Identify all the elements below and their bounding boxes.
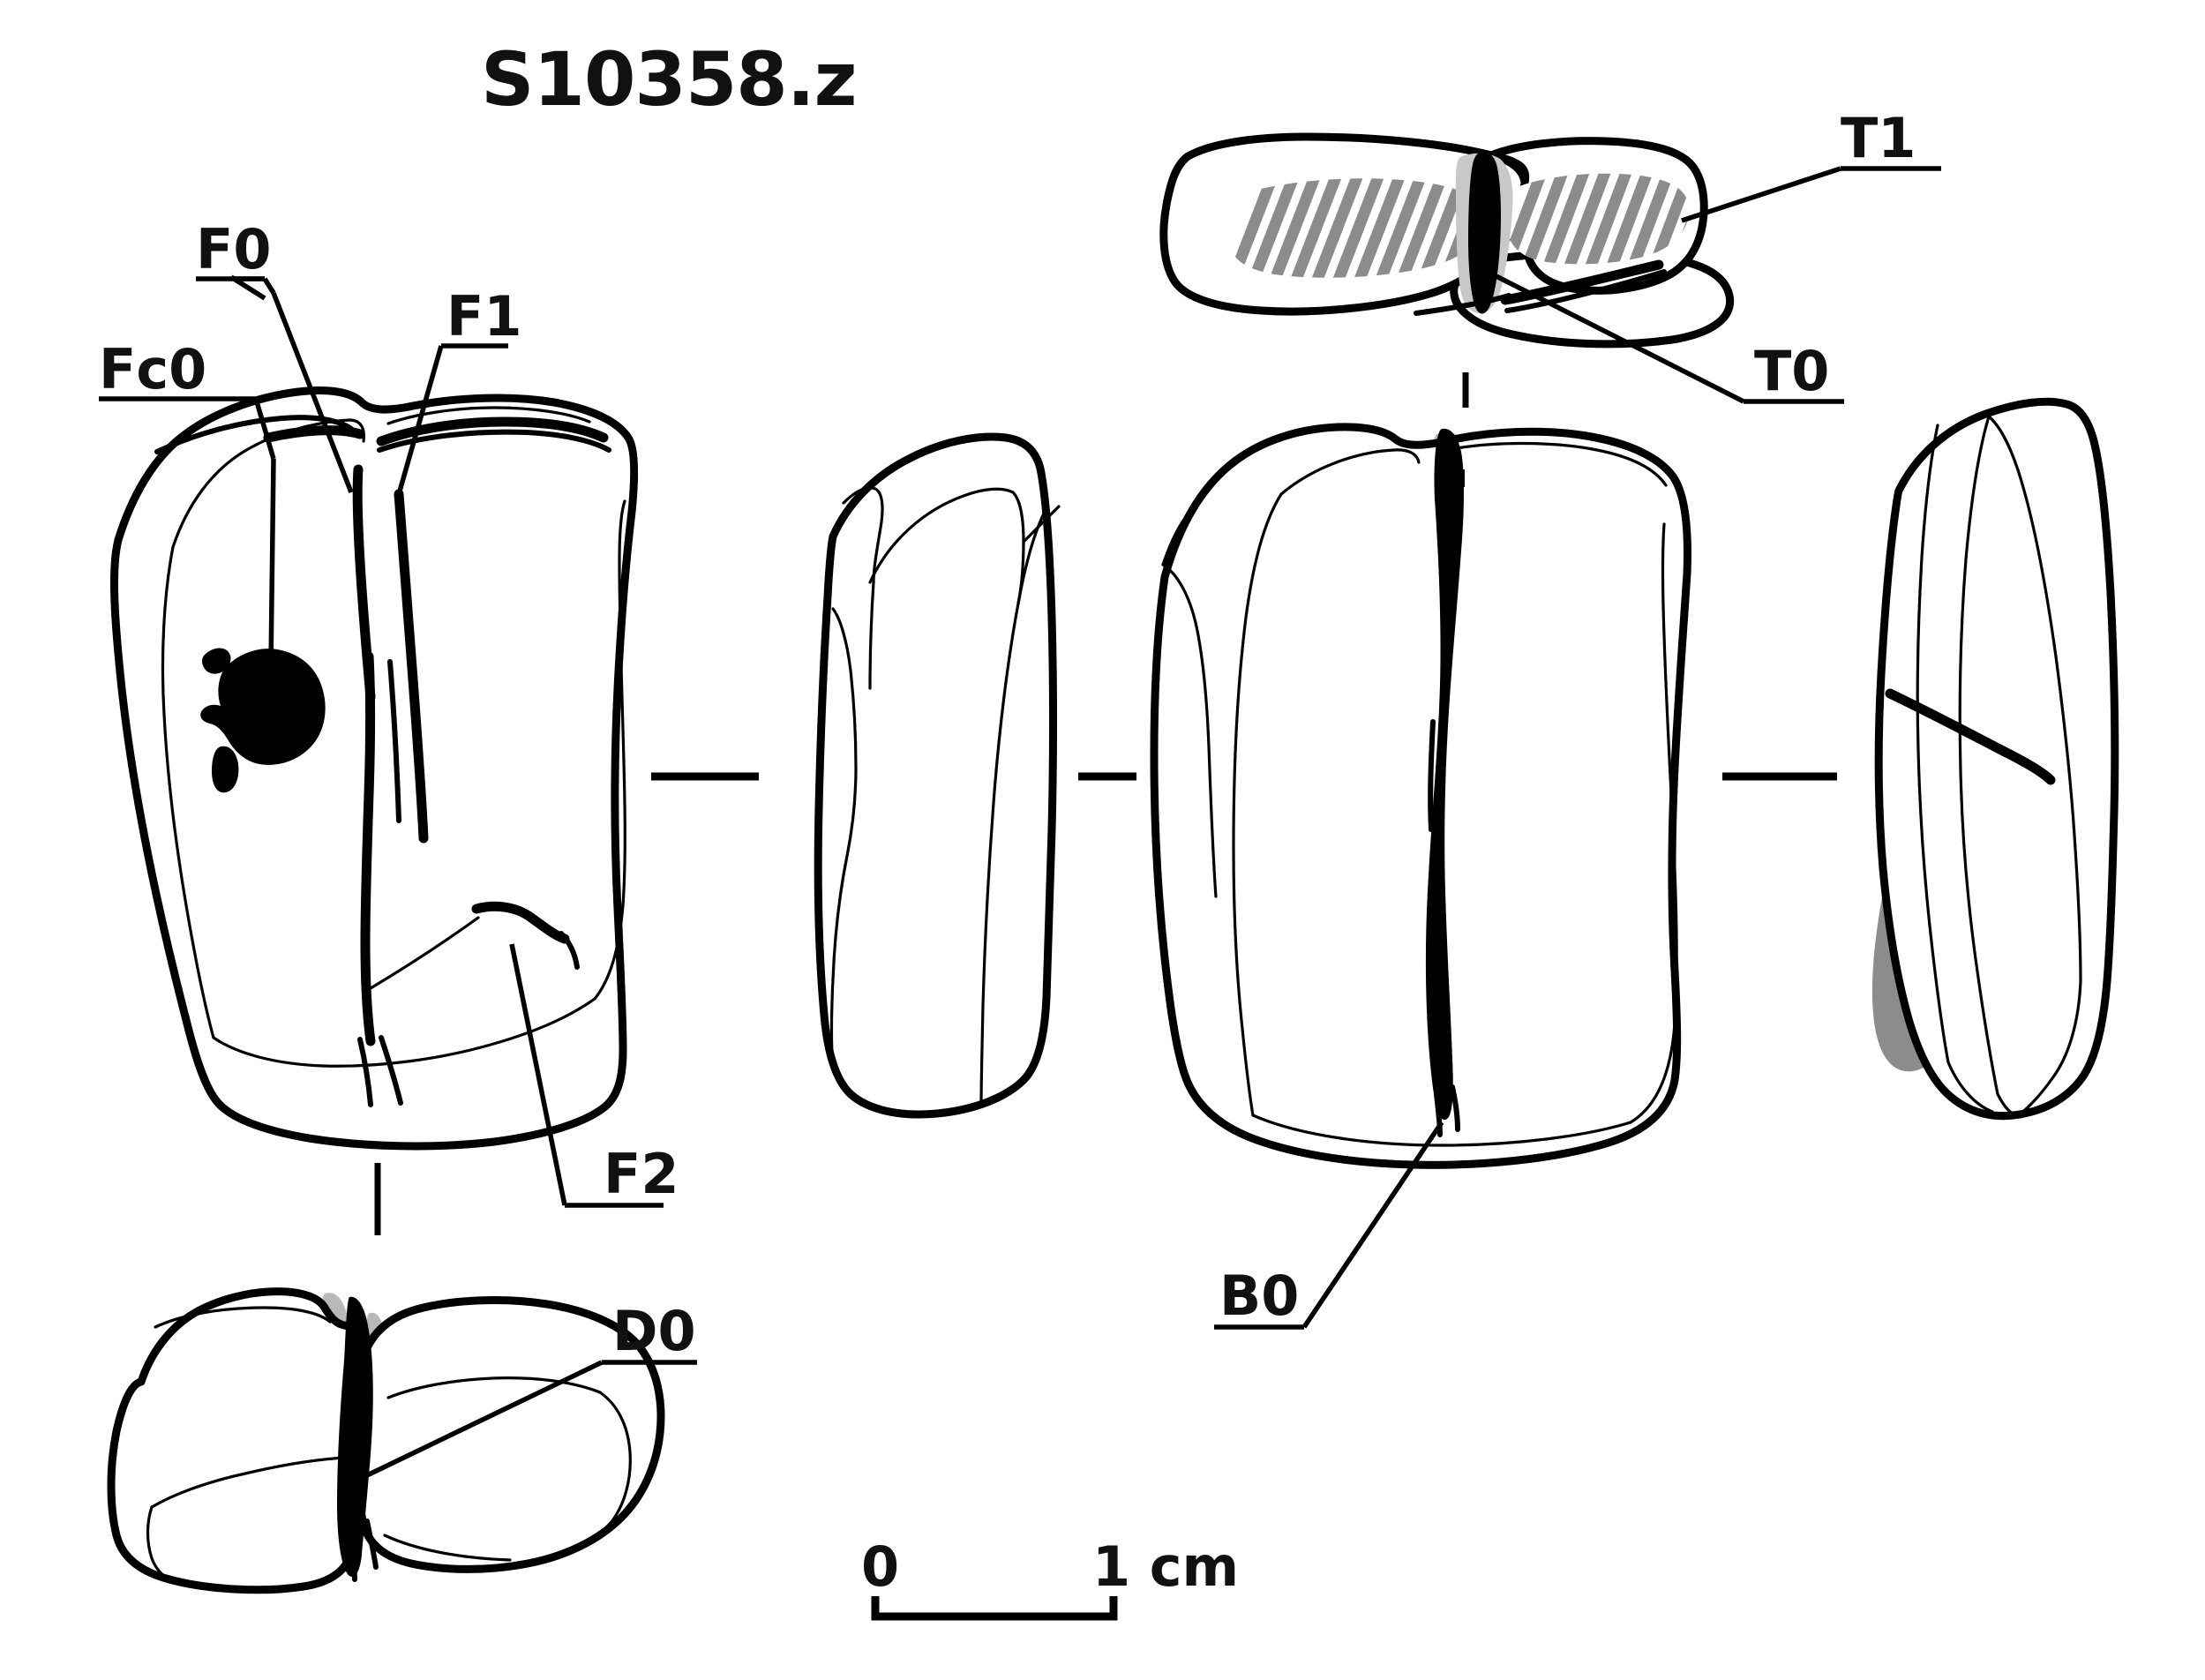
leader-f0 [271, 292, 354, 493]
leader-fc0-seg [253, 398, 276, 460]
view-proximal-top [1159, 132, 1941, 408]
label-t0: T0 [1754, 339, 1830, 403]
label-fc0: Fc0 [99, 337, 207, 401]
leader-d0 [365, 1360, 604, 1478]
label-f2: F2 [604, 1142, 679, 1206]
leader-fc0 [267, 458, 276, 739]
scale-zero-label: 0 [861, 1534, 900, 1599]
leader-f2 [509, 943, 567, 1206]
scale-bar [871, 1596, 1118, 1621]
view-ventral-face [99, 274, 664, 1235]
leader-t1 [1681, 166, 1841, 223]
leader-f1 [396, 345, 444, 495]
label-f0: F0 [196, 217, 272, 281]
leader-f0-kink [262, 277, 276, 295]
page-title: S10358.z [481, 36, 858, 123]
scale-onecm-label: 1 cm [1092, 1534, 1240, 1599]
view-lateral-profile-2 [1871, 397, 2119, 1121]
label-d0: D0 [612, 1299, 696, 1363]
leader-b0 [1301, 1121, 1444, 1329]
view-lateral-profile [814, 432, 1061, 1119]
label-f1: F1 [446, 284, 522, 349]
view-distal-bottom [107, 1287, 697, 1594]
label-t1: T1 [1841, 106, 1916, 170]
view-dorsal-face [1150, 423, 1691, 1330]
leader-t0 [1472, 262, 1745, 404]
label-b0: B0 [1219, 1264, 1300, 1328]
